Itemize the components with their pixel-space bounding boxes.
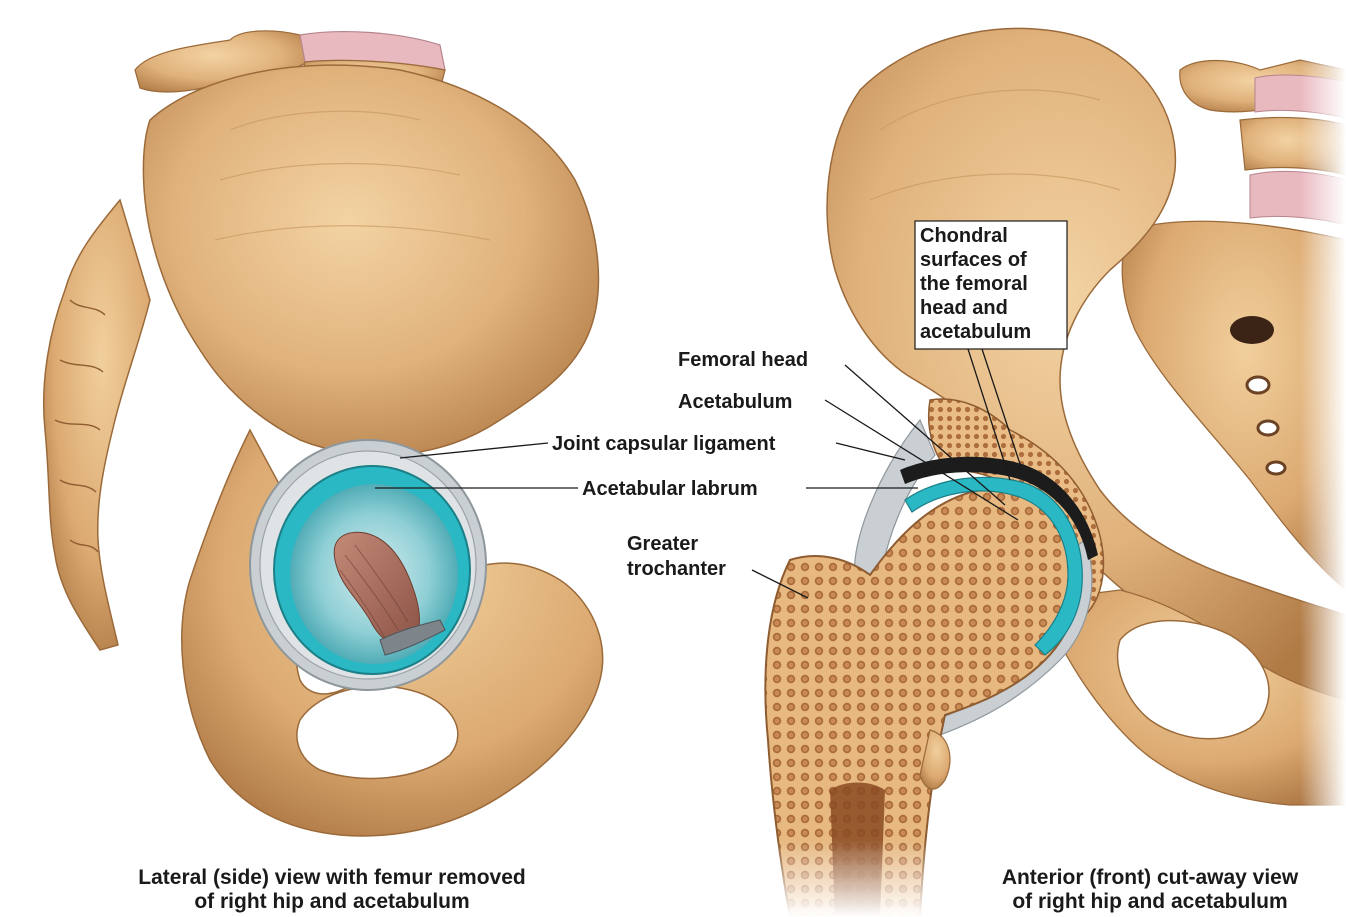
label-text-chondral-1: Chondral <box>920 225 1008 247</box>
label-text-joint-capsular-ligament: Joint capsular ligament <box>552 433 776 455</box>
caption-anterior-view: Anterior (front) cut-away view of right … <box>1002 866 1299 913</box>
label-joint-capsular-ligament: Joint capsular ligament <box>400 433 905 460</box>
lateral-view-illustration <box>44 31 603 836</box>
label-text-chondral-5: acetabulum <box>920 321 1031 343</box>
label-text-acetabulum: Acetabulum <box>678 391 792 413</box>
caption-lateral-line-1: Lateral (side) view with femur removed <box>138 866 525 889</box>
obturator-foramen-left <box>297 686 458 778</box>
anterior-view-illustration <box>740 0 1346 917</box>
label-text-chondral-3: the femoral <box>920 273 1028 295</box>
label-text-chondral-2: surfaces of <box>920 249 1027 271</box>
caption-anterior-line-1: Anterior (front) cut-away view <box>1002 866 1299 889</box>
iliac-wing <box>143 65 598 456</box>
caption-anterior-line-2: of right hip and acetabulum <box>1012 890 1287 913</box>
label-text-greater-trochanter-1: Greater <box>627 533 698 555</box>
label-text-greater-trochanter-2: trochanter <box>627 558 726 580</box>
caption-lateral-line-2: of right hip and acetabulum <box>194 890 469 913</box>
label-text-acetabular-labrum: Acetabular labrum <box>582 478 758 500</box>
label-text-chondral-4: head and <box>920 297 1008 319</box>
caption-lateral-view: Lateral (side) view with femur removed o… <box>138 866 525 913</box>
label-text-femoral-head: Femoral head <box>678 349 808 371</box>
sacrum-coccyx <box>44 200 150 650</box>
